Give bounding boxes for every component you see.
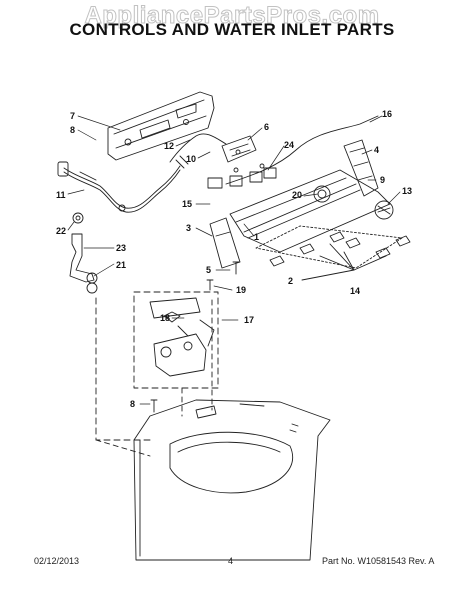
filter-screen bbox=[72, 212, 84, 224]
callout-21: 21 bbox=[116, 260, 126, 270]
callout-16: 16 bbox=[382, 109, 392, 119]
fill-hose-23 bbox=[69, 233, 98, 294]
wire-harness-16 bbox=[225, 115, 379, 185]
callout-4: 4 bbox=[374, 145, 379, 155]
washer-cabinet-top bbox=[133, 399, 331, 561]
callout-15: 15 bbox=[182, 199, 192, 209]
callout-17: 17 bbox=[244, 315, 254, 325]
callout-3: 3 bbox=[186, 223, 191, 233]
callout-6: 6 bbox=[264, 122, 269, 132]
dashed-hose-route bbox=[95, 297, 151, 441]
callout-8: 8 bbox=[70, 125, 75, 135]
callout-24: 24 bbox=[284, 140, 294, 150]
callout-12: 12 bbox=[164, 141, 174, 151]
console-end-cap-left bbox=[209, 217, 241, 269]
screw-19 bbox=[206, 261, 240, 291]
callout-23: 23 bbox=[116, 243, 126, 253]
callout-labels: 7 8 12 10 6 24 16 4 11 9 13 20 15 1 3 22… bbox=[56, 109, 412, 409]
callout-8-lower: 8 bbox=[130, 399, 135, 409]
callout-11: 11 bbox=[56, 190, 66, 200]
callout-leaders bbox=[67, 115, 401, 405]
hose-12 bbox=[169, 133, 227, 163]
console-end-cap-right bbox=[343, 139, 379, 197]
footer-date: 02/12/2013 bbox=[34, 556, 80, 566]
water-valve bbox=[221, 135, 257, 163]
footer-page-number: 4 bbox=[228, 556, 234, 566]
callout-2: 2 bbox=[288, 276, 293, 286]
screw-8-lower bbox=[150, 399, 158, 413]
callout-14: 14 bbox=[350, 286, 360, 296]
inlet-hose bbox=[57, 155, 189, 213]
knob-13 bbox=[374, 200, 394, 220]
lead-lines-14 bbox=[301, 243, 387, 281]
watermark-logo: AppliancePartsPros.com bbox=[84, 2, 380, 30]
footer-part-number: Part No. W10581543 Rev. A bbox=[322, 556, 435, 566]
callout-9: 9 bbox=[380, 175, 385, 185]
callout-10: 10 bbox=[186, 154, 196, 164]
console-back-panel bbox=[107, 91, 215, 161]
switch-cluster bbox=[207, 163, 277, 189]
callout-22: 22 bbox=[56, 226, 66, 236]
callout-18: 18 bbox=[160, 313, 170, 323]
callout-7: 7 bbox=[70, 111, 75, 121]
callout-20: 20 bbox=[292, 190, 302, 200]
valve-subassembly bbox=[133, 291, 219, 389]
callout-13: 13 bbox=[402, 186, 412, 196]
button-row bbox=[255, 225, 411, 269]
callout-1: 1 bbox=[254, 232, 259, 242]
console-main bbox=[229, 169, 391, 253]
callout-5: 5 bbox=[206, 265, 211, 275]
callout-19: 19 bbox=[236, 285, 246, 295]
diagram-title: CONTROLS AND WATER INLET PARTS bbox=[69, 20, 395, 39]
